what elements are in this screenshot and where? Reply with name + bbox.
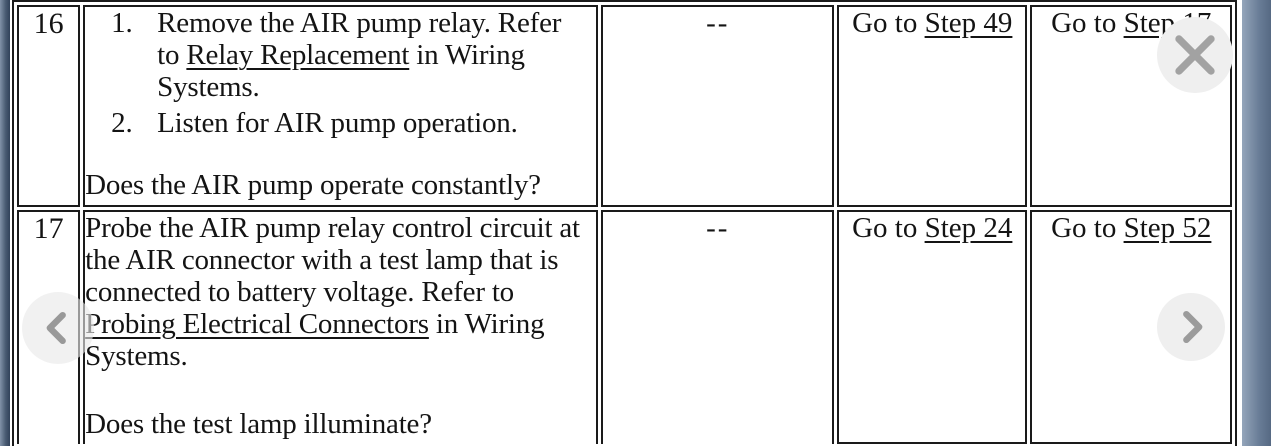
action-text-segment: Remove the AIR pump relay. Refer to [157,7,562,71]
diagnostic-table: 16 1. Remove the AIR pump relay. Refer t… [14,2,1235,446]
question-text: Does the AIR pump operate constantly? [85,169,541,201]
step-number-cell: 16 [17,5,81,207]
chevron-right-icon [1183,310,1203,344]
step-49-link[interactable]: Step 49 [924,7,1013,39]
action-text-segment: in Wiring Systems. [157,39,525,103]
step-24-link[interactable]: Step 24 [924,212,1013,244]
step-52-link[interactable]: Step 52 [1123,212,1212,244]
step-number: 17 [33,212,64,245]
action-text-segment: Probe the AIR pump relay control circuit… [85,212,580,308]
document-page: 16 1. Remove the AIR pump relay. Refer t… [12,0,1237,446]
goto-text: Go to [852,7,925,39]
step-number: 16 [33,7,64,40]
value-text: -- [706,7,730,39]
next-page-button[interactable] [1157,293,1225,361]
page-edge-left [0,0,10,446]
page-edge-right [1242,0,1271,446]
list-marker: 1. [111,7,133,39]
chevron-left-icon [46,311,66,345]
previous-page-button[interactable] [22,292,94,364]
yes-cell: Go to Step 49 [837,5,1028,207]
probing-electrical-connectors-link[interactable]: Probing Electrical Connectors [85,308,429,340]
yes-cell: Go to Step 24 [837,210,1028,444]
table-row-step-16: 16 1. Remove the AIR pump relay. Refer t… [17,5,1232,207]
action-text: Remove the AIR pump relay. Refer to Rela… [157,7,565,103]
action-text-segment: in Wiring Systems. [85,308,545,372]
list-item: 2. Listen for AIR pump operation. [85,107,596,139]
goto-text: Go to [1051,212,1124,244]
action-cell: 1. Remove the AIR pump relay. Refer to R… [83,5,599,207]
goto-text: Go to [1051,7,1124,39]
action-cell: Probe the AIR pump relay control circuit… [83,210,599,444]
goto-text: Go to [852,212,925,244]
relay-replacement-link[interactable]: Relay Replacement [186,39,410,71]
list-marker: 2. [111,107,133,139]
value-cell: -- [601,5,835,207]
close-button[interactable] [1157,17,1233,93]
action-text: Listen for AIR pump operation. [157,107,518,139]
value-cell: -- [601,210,835,444]
table-row-step-17: 17 Probe the AIR pump relay control circ… [17,210,1232,444]
value-text: -- [706,212,730,244]
list-item: 1. Remove the AIR pump relay. Refer to R… [85,7,596,103]
question-text: Does the test lamp illuminate? [85,408,432,440]
x-icon [1175,35,1215,75]
action-text: Probe the AIR pump relay control circuit… [85,212,589,372]
